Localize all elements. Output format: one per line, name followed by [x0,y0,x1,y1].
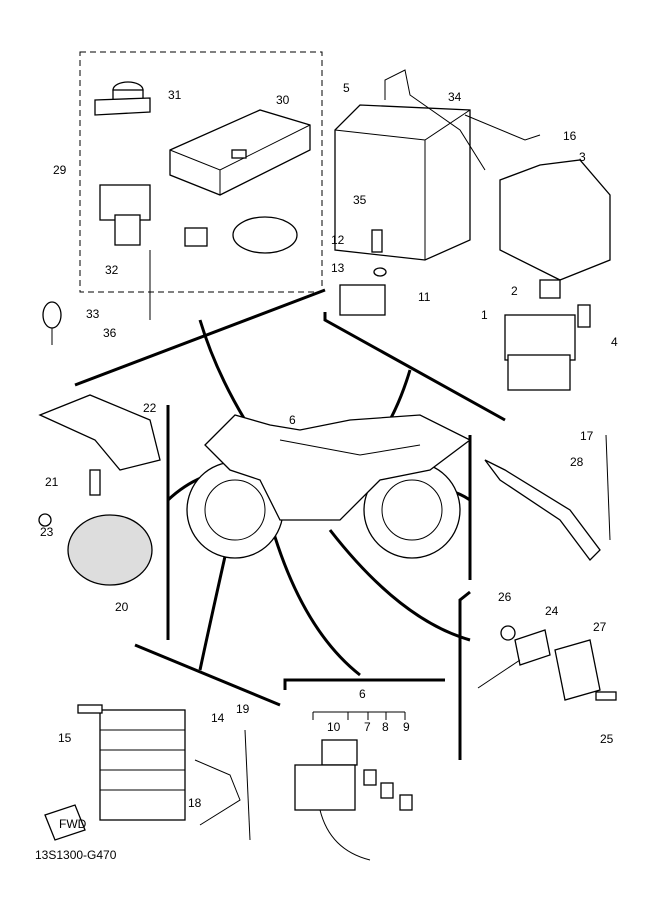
leader-curve [198,319,247,421]
group-divider-right2 [458,590,471,760]
callout-15: 15 [58,731,72,745]
fwd-label: FWD [59,817,87,831]
callout-8: 8 [382,720,389,734]
ignition-switch [94,81,151,320]
group-divider-top-right [323,312,506,422]
callout-27: 27 [593,620,607,634]
rectifier-regulator [99,709,186,821]
fuse-box [294,764,356,811]
key [42,301,62,345]
motorcycle [186,414,472,559]
seat-lock [184,227,208,247]
fuse [399,794,413,811]
callout-2: 2 [511,284,518,298]
callout-28: 28 [570,455,584,469]
callout-7: 7 [364,720,371,734]
callout-4: 4 [611,335,618,349]
group-divider-bottom-left [134,643,281,707]
callout-12: 12 [331,233,345,247]
callout-18: 18 [188,796,202,810]
bolt [89,469,101,496]
callout-17: 17 [580,429,594,443]
bolt [77,704,103,714]
callout-14: 14 [211,711,225,725]
washer [373,267,387,277]
ignition-group-box [79,51,323,293]
bolt [577,304,591,328]
horn-bracket [38,394,161,471]
starter-relay [504,279,576,391]
callout-33: 33 [86,307,100,321]
bolt [595,691,617,701]
fuel-cap-lock [232,216,298,254]
clamp-band [244,729,251,841]
callout-1: 1 [481,308,488,322]
callout-3: 3 [579,150,586,164]
bolt [371,229,383,253]
callout-11: 11 [418,290,431,304]
callout-21: 21 [45,475,59,489]
diagram-code: 13S1300-G470 [35,848,117,862]
nut [500,625,516,641]
neutral-switch [484,459,601,561]
callout-23: 23 [40,525,54,539]
sensor [514,629,551,666]
starter-relay-cover [499,159,611,281]
callout-36: 36 [103,326,117,340]
band [194,759,241,826]
horn [67,514,153,586]
fwd-arrow-icon [44,804,86,841]
callout-34: 34 [448,90,462,104]
callout-20: 20 [115,600,129,614]
callout-19: 19 [236,702,250,716]
bracket [554,639,601,701]
group-divider-bottom [283,678,445,690]
callout-13: 13 [331,261,345,275]
callout-22: 22 [143,401,157,415]
fuse-holder [321,739,358,766]
callout-6: 6 [289,413,296,427]
callout-31: 31 [168,88,182,102]
callout-30: 30 [276,93,290,107]
ecu [169,109,311,196]
group-divider-top-left [74,288,326,387]
callout-25: 25 [600,732,614,746]
leader-curve [328,529,471,642]
callout-35: 35 [353,193,367,207]
sensor-bracket [339,284,386,316]
fuse [363,769,377,786]
nut [38,513,52,527]
callout-32: 32 [105,263,119,277]
band [464,114,541,141]
callout-26: 26 [498,590,512,604]
callout-24: 24 [545,604,559,618]
fuse [380,782,394,799]
callout-29: 29 [53,163,67,177]
callout-6-fuse: 6 [359,687,366,701]
callout-10: 10 [327,720,341,734]
callout-5: 5 [343,81,350,95]
tie-band [605,434,611,541]
callout-9: 9 [403,720,410,734]
callout-16: 16 [563,129,577,143]
battery [334,69,486,261]
